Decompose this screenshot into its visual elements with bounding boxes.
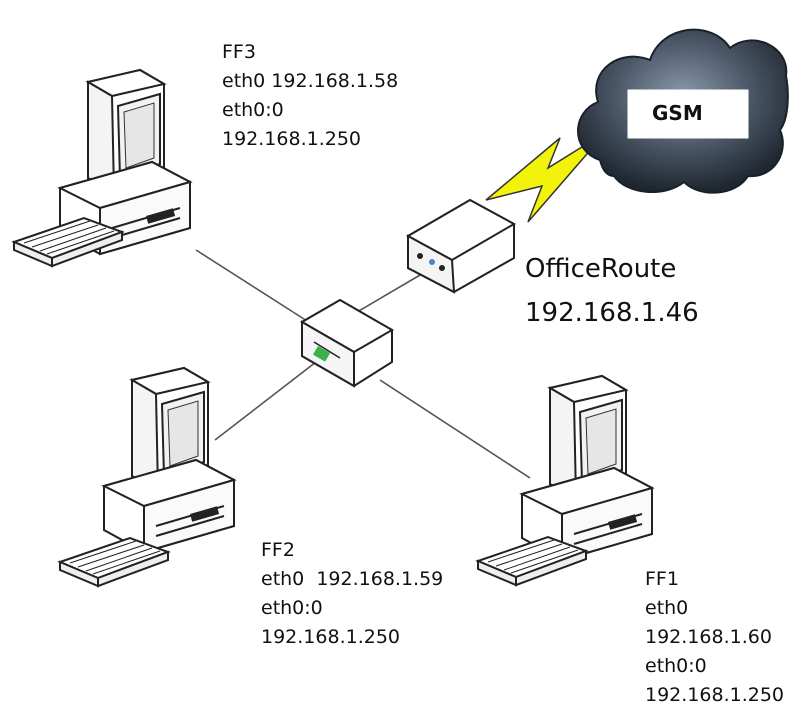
gsm-label: GSM xyxy=(652,101,703,125)
ff1-alias-ip: 192.168.1.250 xyxy=(645,684,785,706)
ff1-eth0-ip: 192.168.1.60 xyxy=(645,626,772,648)
router-ip: 192.168.1.46 xyxy=(525,298,699,328)
gsm-cloud-icon xyxy=(577,28,789,194)
link-switch-ff2 xyxy=(214,361,317,441)
ff3-computer-icon xyxy=(13,69,191,267)
ff3-alias-label: eth0:0 xyxy=(222,99,284,121)
ff2-eth0: eth0 192.168.1.59 xyxy=(261,568,444,590)
router-label: OfficeRoute 192.168.1.46 xyxy=(525,247,699,335)
ff1-computer-icon xyxy=(477,375,653,586)
network-links xyxy=(195,249,531,479)
gsm-label-box xyxy=(627,89,749,139)
ff1-eth0-label: eth0 xyxy=(645,597,689,619)
router-name: OfficeRoute xyxy=(525,254,677,284)
link-ff3-switch xyxy=(195,249,319,329)
ff3-name: FF3 xyxy=(222,41,256,63)
ff1-label: FF1 eth0 192.168.1.60 eth0:0 192.168.1.2… xyxy=(645,565,784,710)
link-switch-router xyxy=(351,267,433,316)
ff2-alias-ip: 192.168.1.250 xyxy=(261,626,401,648)
ff3-alias-ip: 192.168.1.250 xyxy=(222,128,362,150)
ff2-computer-icon xyxy=(59,367,235,587)
link-switch-ff1 xyxy=(379,379,531,479)
ff3-label: FF3 eth0 192.168.1.58 eth0:0 192.168.1.2… xyxy=(222,38,398,154)
switch-icon xyxy=(300,298,394,388)
ff1-name: FF1 xyxy=(645,568,679,590)
ff3-eth0: eth0 192.168.1.58 xyxy=(222,70,399,92)
officeroute-router-icon xyxy=(405,198,517,294)
ff2-name: FF2 xyxy=(261,539,295,561)
ff1-alias-label: eth0:0 xyxy=(645,655,707,677)
ff2-label: FF2 eth0 192.168.1.59 eth0:0 192.168.1.2… xyxy=(261,536,443,652)
ff2-alias-label: eth0:0 xyxy=(261,597,323,619)
